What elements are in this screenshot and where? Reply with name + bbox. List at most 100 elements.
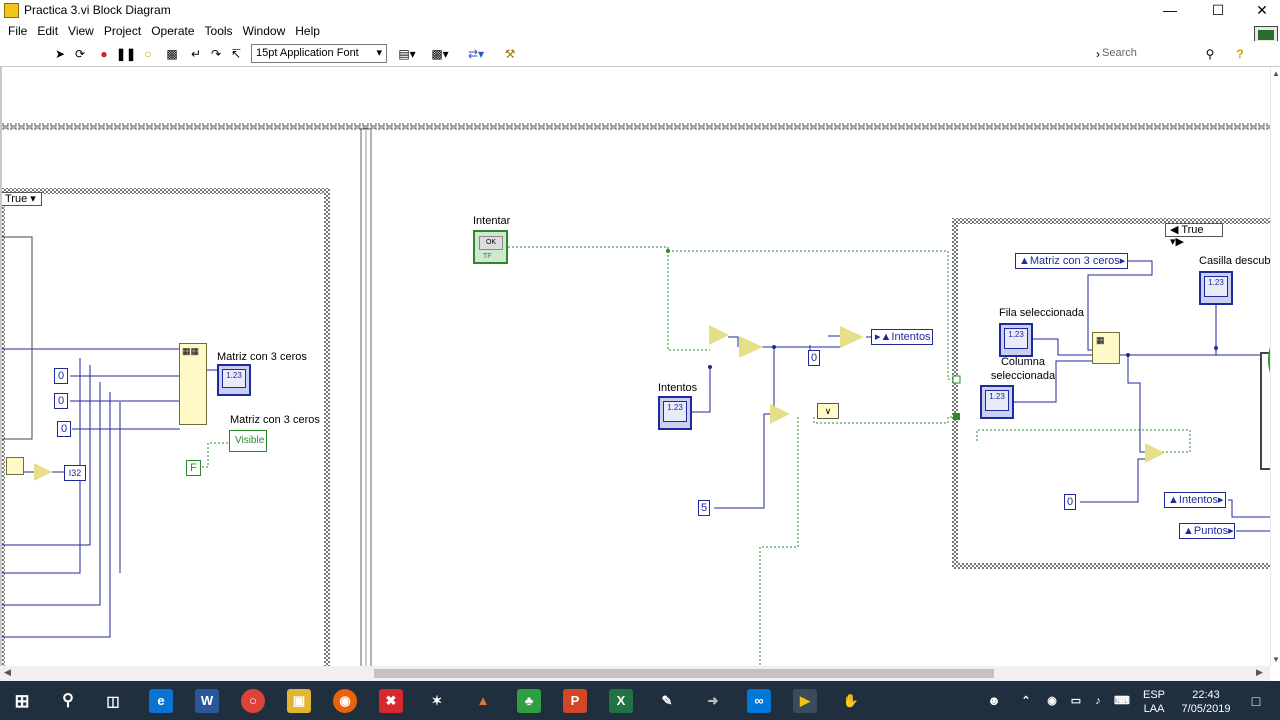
close-button[interactable]: ✕ bbox=[1256, 2, 1268, 18]
retain-wire-values-icon[interactable]: ▩ bbox=[166, 47, 178, 61]
increment-node[interactable] bbox=[709, 325, 729, 345]
right-case-selector[interactable]: ◀ True ▾▶ bbox=[1165, 223, 1223, 248]
run-continuously-icon[interactable]: ⟳ bbox=[74, 47, 86, 61]
align-objects-icon[interactable]: ▤▾ bbox=[398, 47, 416, 61]
local-intentos-top[interactable]: ▸▲Intentos bbox=[871, 329, 933, 345]
run-arrow-icon[interactable]: ➤ bbox=[54, 47, 66, 61]
font-dropdown[interactable]: 15pt Application Font▾ bbox=[251, 44, 387, 63]
vertical-scrollbar[interactable]: ▲ ▼ bbox=[1270, 67, 1280, 666]
clock[interactable]: 22:43 7/05/2019 bbox=[1176, 688, 1236, 716]
network-tool-icon[interactable]: ✶ bbox=[431, 693, 443, 708]
menu-project[interactable]: Project bbox=[103, 24, 142, 38]
casilla-terminal[interactable]: 1.23 bbox=[1199, 271, 1233, 305]
hand-app-icon[interactable]: ✋ bbox=[842, 693, 860, 708]
replace-array-subset-node[interactable]: ▦▦ bbox=[179, 343, 207, 425]
step-out-icon[interactable]: ↸ bbox=[230, 47, 242, 61]
search-expand-icon[interactable]: › bbox=[1096, 47, 1100, 61]
menu-view[interactable]: View bbox=[68, 24, 94, 38]
maximize-button[interactable]: ☐ bbox=[1211, 2, 1225, 18]
equal-node[interactable] bbox=[770, 404, 790, 424]
minimize-button[interactable]: — bbox=[1163, 2, 1177, 18]
select-node-2[interactable] bbox=[840, 326, 864, 348]
search-icon[interactable]: ⚲ bbox=[1205, 47, 1215, 61]
const-five[interactable]: 5 bbox=[698, 500, 710, 516]
menu-help[interactable]: Help bbox=[295, 24, 320, 38]
windows-start-icon[interactable]: ⊞ bbox=[14, 691, 30, 711]
wifi-icon[interactable]: ◉ bbox=[1047, 695, 1057, 707]
const-zero-2[interactable]: 0 bbox=[54, 393, 68, 409]
distribute-objects-icon[interactable]: ▩▾ bbox=[431, 47, 449, 61]
block-diagram[interactable]: True ▾ 0 0 0 ▦▦ Matriz con 3 ceros 1.23 … bbox=[0, 67, 1270, 666]
local-puntos[interactable]: ▲Puntos▸ bbox=[1179, 523, 1235, 539]
const-false[interactable]: F bbox=[186, 460, 201, 476]
local-matriz[interactable]: ▲Matriz con 3 ceros▸ bbox=[1015, 253, 1128, 269]
abort-icon[interactable]: ● bbox=[100, 47, 108, 61]
select-node[interactable] bbox=[739, 336, 763, 358]
notifications-icon[interactable]: □ bbox=[1251, 693, 1261, 709]
or-node[interactable]: ∨ bbox=[817, 403, 839, 419]
columna-terminal[interactable]: 1.23 bbox=[980, 385, 1014, 419]
led-partial[interactable] bbox=[1268, 343, 1270, 377]
pause-icon[interactable]: ❚❚ bbox=[116, 47, 137, 61]
search-icon[interactable]: ⚲ bbox=[62, 692, 74, 709]
labview-taskbar-icon[interactable]: ▶ bbox=[793, 689, 817, 713]
keyboard-icon[interactable]: ⌨ bbox=[1114, 695, 1130, 707]
left-case-selector[interactable]: True ▾ bbox=[2, 192, 42, 206]
scroll-up-icon[interactable]: ▲ bbox=[1272, 69, 1280, 78]
menu-tools[interactable]: Tools bbox=[204, 24, 233, 38]
multiply-node[interactable] bbox=[34, 463, 52, 481]
step-into-icon[interactable]: ↵ bbox=[190, 47, 202, 61]
powerpoint-icon[interactable]: P bbox=[563, 689, 587, 713]
volume-icon[interactable]: ♪ bbox=[1095, 695, 1101, 707]
window-title: Practica 3.vi Block Diagram bbox=[24, 3, 171, 17]
help-icon[interactable]: ? bbox=[1236, 47, 1244, 61]
green-app-icon[interactable]: ♣ bbox=[517, 689, 541, 713]
visible-property-node[interactable]: Visible bbox=[229, 430, 267, 452]
intentos-terminal[interactable]: 1.23 bbox=[658, 396, 692, 430]
tray-chevron-icon[interactable]: ⌃ bbox=[1021, 695, 1031, 707]
reorder-icon[interactable]: ⇄▾ bbox=[467, 47, 485, 61]
matriz-indicator[interactable]: 1.23 bbox=[217, 364, 251, 396]
tf-glyph: TF bbox=[483, 253, 492, 260]
menu-operate[interactable]: Operate bbox=[151, 24, 195, 38]
menu-window[interactable]: Window bbox=[242, 24, 286, 38]
word-icon[interactable]: W bbox=[195, 689, 219, 713]
people-icon[interactable]: ☻ bbox=[987, 693, 1001, 708]
const-zero-1[interactable]: 0 bbox=[54, 368, 68, 384]
file-explorer-icon[interactable]: ▣ bbox=[287, 689, 311, 713]
chrome-icon[interactable]: ○ bbox=[241, 689, 265, 713]
horizontal-scroll-thumb[interactable] bbox=[374, 669, 994, 678]
xmind-icon[interactable]: ✖ bbox=[379, 689, 403, 713]
scroll-left-icon[interactable]: ◀ bbox=[4, 667, 11, 677]
cleanup-diagram-icon[interactable]: ⚒ bbox=[504, 47, 516, 61]
const-zero-5[interactable]: 0 bbox=[1064, 494, 1076, 510]
arduino-icon[interactable]: ∞ bbox=[747, 689, 771, 713]
const-zero-4[interactable]: 0 bbox=[808, 350, 820, 366]
local-intentos-right[interactable]: ▲Intentos▸ bbox=[1164, 492, 1226, 508]
scroll-right-icon[interactable]: ▶ bbox=[1256, 667, 1263, 677]
array-indicator-partial[interactable] bbox=[1260, 352, 1270, 470]
menu-edit[interactable]: Edit bbox=[37, 24, 59, 38]
firefox-icon[interactable]: ◉ bbox=[333, 689, 357, 713]
random-number-node[interactable] bbox=[6, 457, 24, 475]
menu-file[interactable]: File bbox=[8, 24, 28, 38]
excel-icon[interactable]: X bbox=[609, 689, 633, 713]
index-array-node[interactable]: ▦ bbox=[1092, 332, 1120, 364]
edge-icon[interactable]: e bbox=[149, 689, 173, 713]
scroll-down-icon[interactable]: ▼ bbox=[1272, 655, 1280, 664]
battery-icon[interactable]: ▭ bbox=[1070, 695, 1082, 707]
highlight-bulb-icon[interactable]: ○ bbox=[144, 47, 152, 61]
task-view-icon[interactable]: ◫ bbox=[106, 693, 120, 709]
horizontal-scrollbar[interactable]: ◀ ▶ bbox=[0, 666, 1270, 681]
paint-icon[interactable]: ✎ bbox=[661, 693, 673, 708]
step-over-icon[interactable]: ↷ bbox=[210, 47, 222, 61]
intentar-button-terminal[interactable]: OK TF bbox=[473, 230, 508, 264]
const-i32[interactable]: I32 bbox=[64, 465, 86, 481]
language-indicator[interactable]: ESP LAA bbox=[1143, 688, 1165, 716]
search-input[interactable]: Search bbox=[1102, 47, 1137, 59]
const-zero-3[interactable]: 0 bbox=[57, 421, 71, 437]
app-icon[interactable]: ➜ bbox=[707, 693, 719, 708]
matlab-icon[interactable]: ▲ bbox=[476, 693, 490, 708]
equal-node-2[interactable] bbox=[1145, 443, 1165, 463]
fila-terminal[interactable]: 1.23 bbox=[999, 323, 1033, 357]
